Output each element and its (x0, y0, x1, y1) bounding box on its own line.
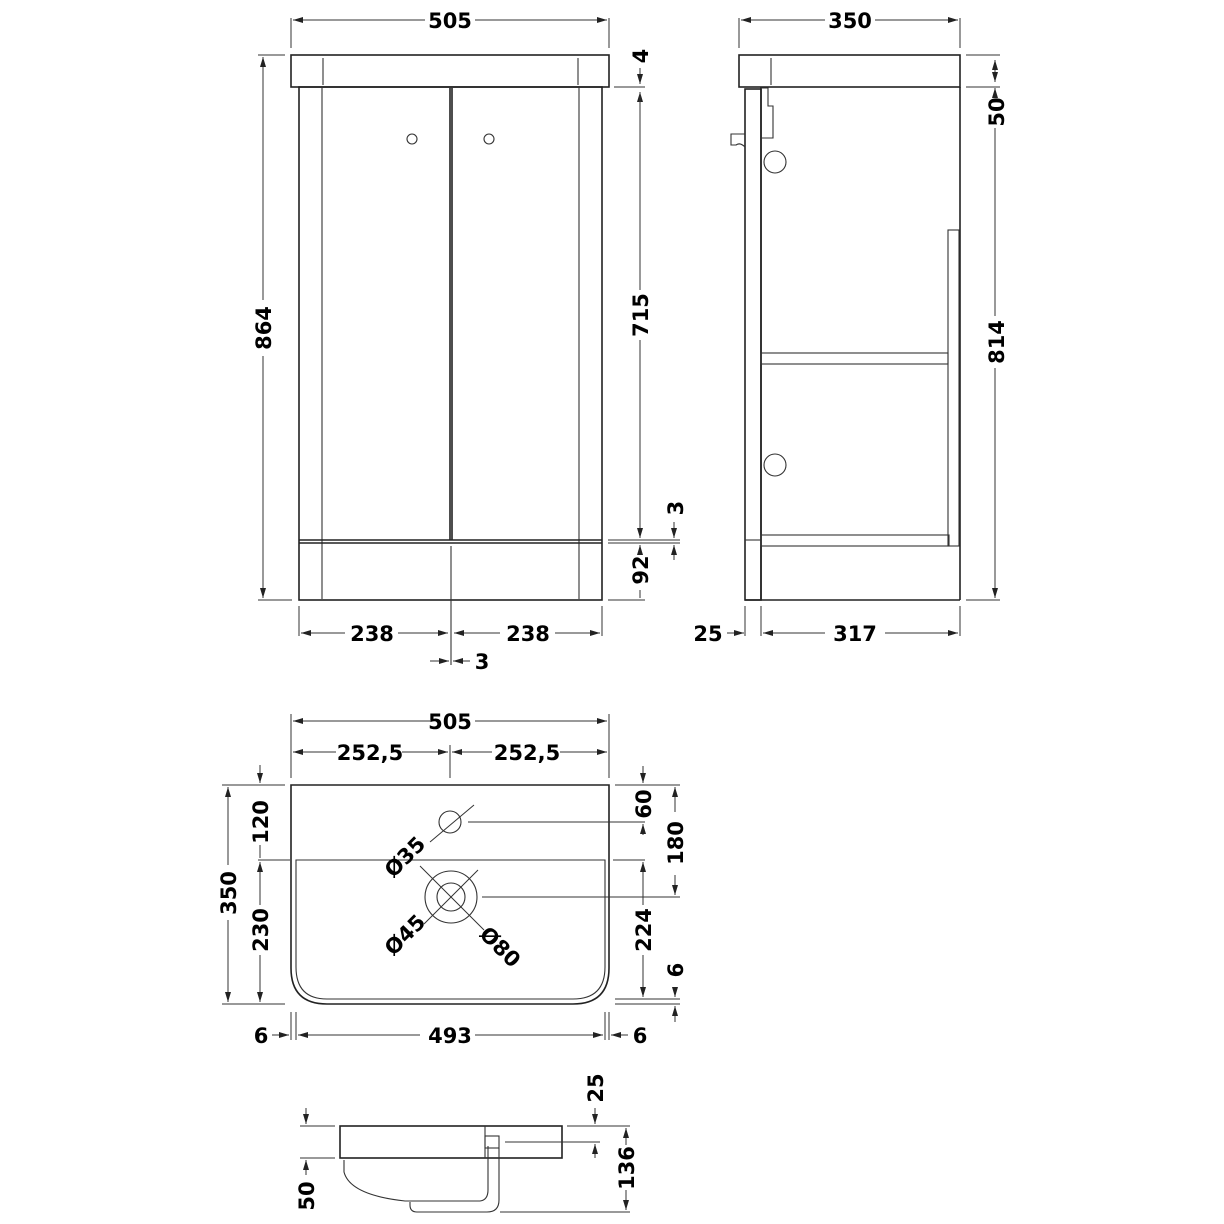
front-width-label: 505 (428, 9, 472, 33)
basin-side-view: 50 25 136 (295, 1073, 639, 1213)
tap-hole-diameter-label: Ø35 (380, 832, 430, 882)
basin-half-left-label: 252,5 (337, 741, 403, 765)
front-view: 505 864 4 715 3 92 238 238 (252, 9, 688, 674)
side-door-thickness-label: 25 (693, 622, 722, 646)
basin-bowl-depth-label: 230 (249, 908, 273, 952)
front-height-label: 864 (252, 306, 276, 350)
front-top-gap-label: 4 (629, 49, 653, 64)
basin-plan-view: 505 252,5 252,5 350 120 230 60 (217, 710, 688, 1048)
basin-depth-label: 350 (217, 871, 241, 915)
basin-waste-to-front-label: 224 (632, 908, 656, 952)
basin-tap-from-rear-label: 60 (632, 789, 656, 818)
side-carcass-depth-label: 317 (833, 622, 877, 646)
basin-waste-from-rear-label: 180 (664, 821, 688, 865)
basin-bowl-width-label: 493 (428, 1024, 472, 1048)
basin-rear-to-bowl-label: 120 (249, 800, 273, 844)
waste-outer-diameter-label: Ø80 (475, 922, 525, 972)
basin-side-rim-left-label: 6 (254, 1024, 269, 1048)
front-door-right-width-label: 238 (506, 622, 550, 646)
basin-overflow-offset-label: 25 (584, 1073, 608, 1102)
front-door-gap-label: 3 (475, 650, 490, 674)
front-door-left-width-label: 238 (350, 622, 394, 646)
basin-front-rim-label: 6 (664, 963, 688, 978)
side-view: 350 50 814 25 317 (693, 9, 1009, 646)
basin-side-rim-right-label: 6 (633, 1024, 648, 1048)
basin-width-label: 505 (428, 710, 472, 734)
basin-total-height-label: 136 (615, 1146, 639, 1190)
front-plinth-height-label: 92 (629, 555, 653, 584)
side-body-height-label: 814 (985, 320, 1009, 364)
basin-rim-height-label: 50 (295, 1181, 319, 1210)
side-top-height-label: 50 (985, 97, 1009, 126)
side-depth-label: 350 (828, 9, 872, 33)
basin-half-right-label: 252,5 (494, 741, 560, 765)
front-door-height-label: 715 (629, 293, 653, 337)
waste-inner-diameter-label: Ø45 (380, 910, 430, 960)
front-plinth-gap-label: 3 (664, 501, 688, 516)
